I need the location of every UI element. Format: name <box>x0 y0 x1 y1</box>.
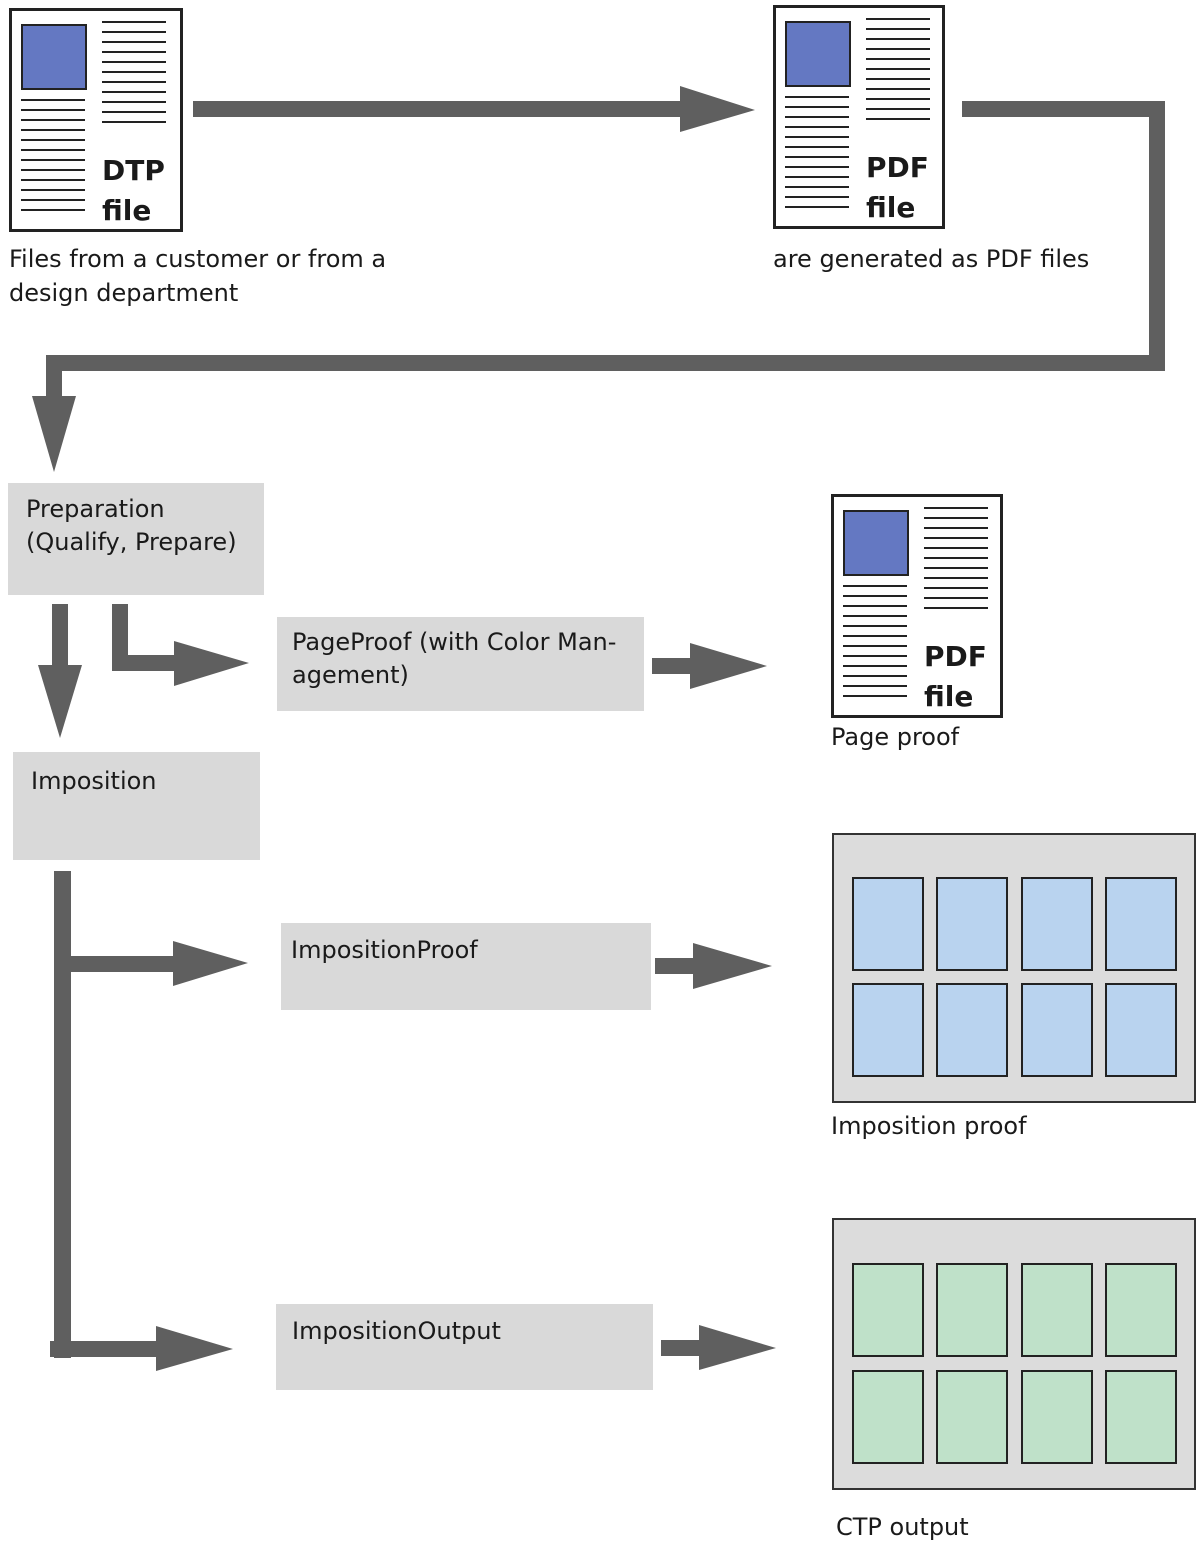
connector-pdf-down <box>1149 101 1165 371</box>
page-proof-file-label: PDF file <box>924 640 987 713</box>
page-tile <box>1021 983 1093 1077</box>
page-image-icon <box>843 510 909 576</box>
arrow-dtp-to-pdf-shaft <box>193 101 685 117</box>
connector-prep-pageproof-v <box>112 604 128 669</box>
page-tile <box>852 1370 924 1464</box>
arrow-impositionoutput-out-shaft <box>661 1340 703 1356</box>
arrow-pageproof-out-shaft <box>652 658 694 674</box>
imposition-proof-sheet <box>832 833 1196 1103</box>
pdf-file-label: PDF file <box>866 151 929 224</box>
page-proof-caption: Page proof <box>831 723 960 751</box>
page-tile <box>936 1370 1008 1464</box>
imposition-trunk <box>54 871 71 1358</box>
page-tile <box>852 983 924 1077</box>
connector-pdf-right <box>962 101 1165 117</box>
connector-back-left <box>46 355 1165 371</box>
page-tile <box>1021 877 1093 971</box>
text-lines <box>924 507 988 617</box>
dtp-caption: Files from a customer or from a design d… <box>9 245 387 307</box>
ctp-output-sheet <box>832 1218 1196 1490</box>
text-lines <box>21 99 85 219</box>
arrow-to-impositionproof-head <box>173 941 248 986</box>
page-image-icon <box>785 21 851 87</box>
arrow-impositionoutput-out-head <box>699 1325 776 1370</box>
arrow-to-pageproof-head <box>174 641 249 686</box>
page-tile <box>852 877 924 971</box>
text-lines <box>102 21 166 131</box>
page-tile <box>1105 877 1177 971</box>
connector-to-impositionproof <box>62 956 178 972</box>
preparation-box: Preparation (Qualify, Prepare) <box>8 483 264 595</box>
arrow-dtp-to-pdf-head <box>680 86 755 132</box>
page-image-icon <box>21 24 87 90</box>
imposition-box: Imposition <box>13 752 260 860</box>
imposition-proof-caption: Imposition proof <box>831 1112 1027 1140</box>
ctp-output-caption: CTP output <box>836 1513 969 1541</box>
page-tile <box>1105 983 1177 1077</box>
page-proof-document: PDF file <box>831 494 1003 718</box>
page-tile <box>852 1263 924 1357</box>
text-lines <box>866 18 930 128</box>
connector-prep-pageproof-h <box>112 655 178 671</box>
page-tile <box>936 983 1008 1077</box>
pageproof-box: PageProof (with Color Man- agement) <box>277 617 644 711</box>
connector-prep-to-imposition <box>52 604 68 669</box>
arrow-impositionproof-out-shaft <box>655 958 697 974</box>
page-tile <box>1021 1263 1093 1357</box>
arrow-to-preparation-head <box>32 396 76 472</box>
impositionoutput-box: ImpositionOutput <box>276 1304 653 1390</box>
dtp-file-label: DTP file <box>102 154 165 227</box>
page-tile <box>936 877 1008 971</box>
dtp-file-document: DTP file <box>9 8 183 232</box>
page-tile <box>936 1263 1008 1357</box>
page-tile <box>1105 1370 1177 1464</box>
connector-down-prep <box>46 355 62 400</box>
page-tile <box>1021 1370 1093 1464</box>
connector-to-impositionoutput <box>50 1341 161 1357</box>
arrow-impositionproof-out-head <box>693 943 772 989</box>
arrow-to-imposition-head <box>38 665 82 738</box>
text-lines <box>843 585 907 705</box>
text-lines <box>785 96 849 216</box>
page-tile <box>1105 1263 1177 1357</box>
pdf-caption: are generated as PDF files <box>773 245 1090 273</box>
pdf-file-document: PDF file <box>773 5 945 229</box>
arrow-pageproof-out-head <box>690 643 767 689</box>
impositionproof-box: ImpositionProof <box>281 923 651 1010</box>
arrow-to-impositionoutput-head <box>156 1326 233 1371</box>
